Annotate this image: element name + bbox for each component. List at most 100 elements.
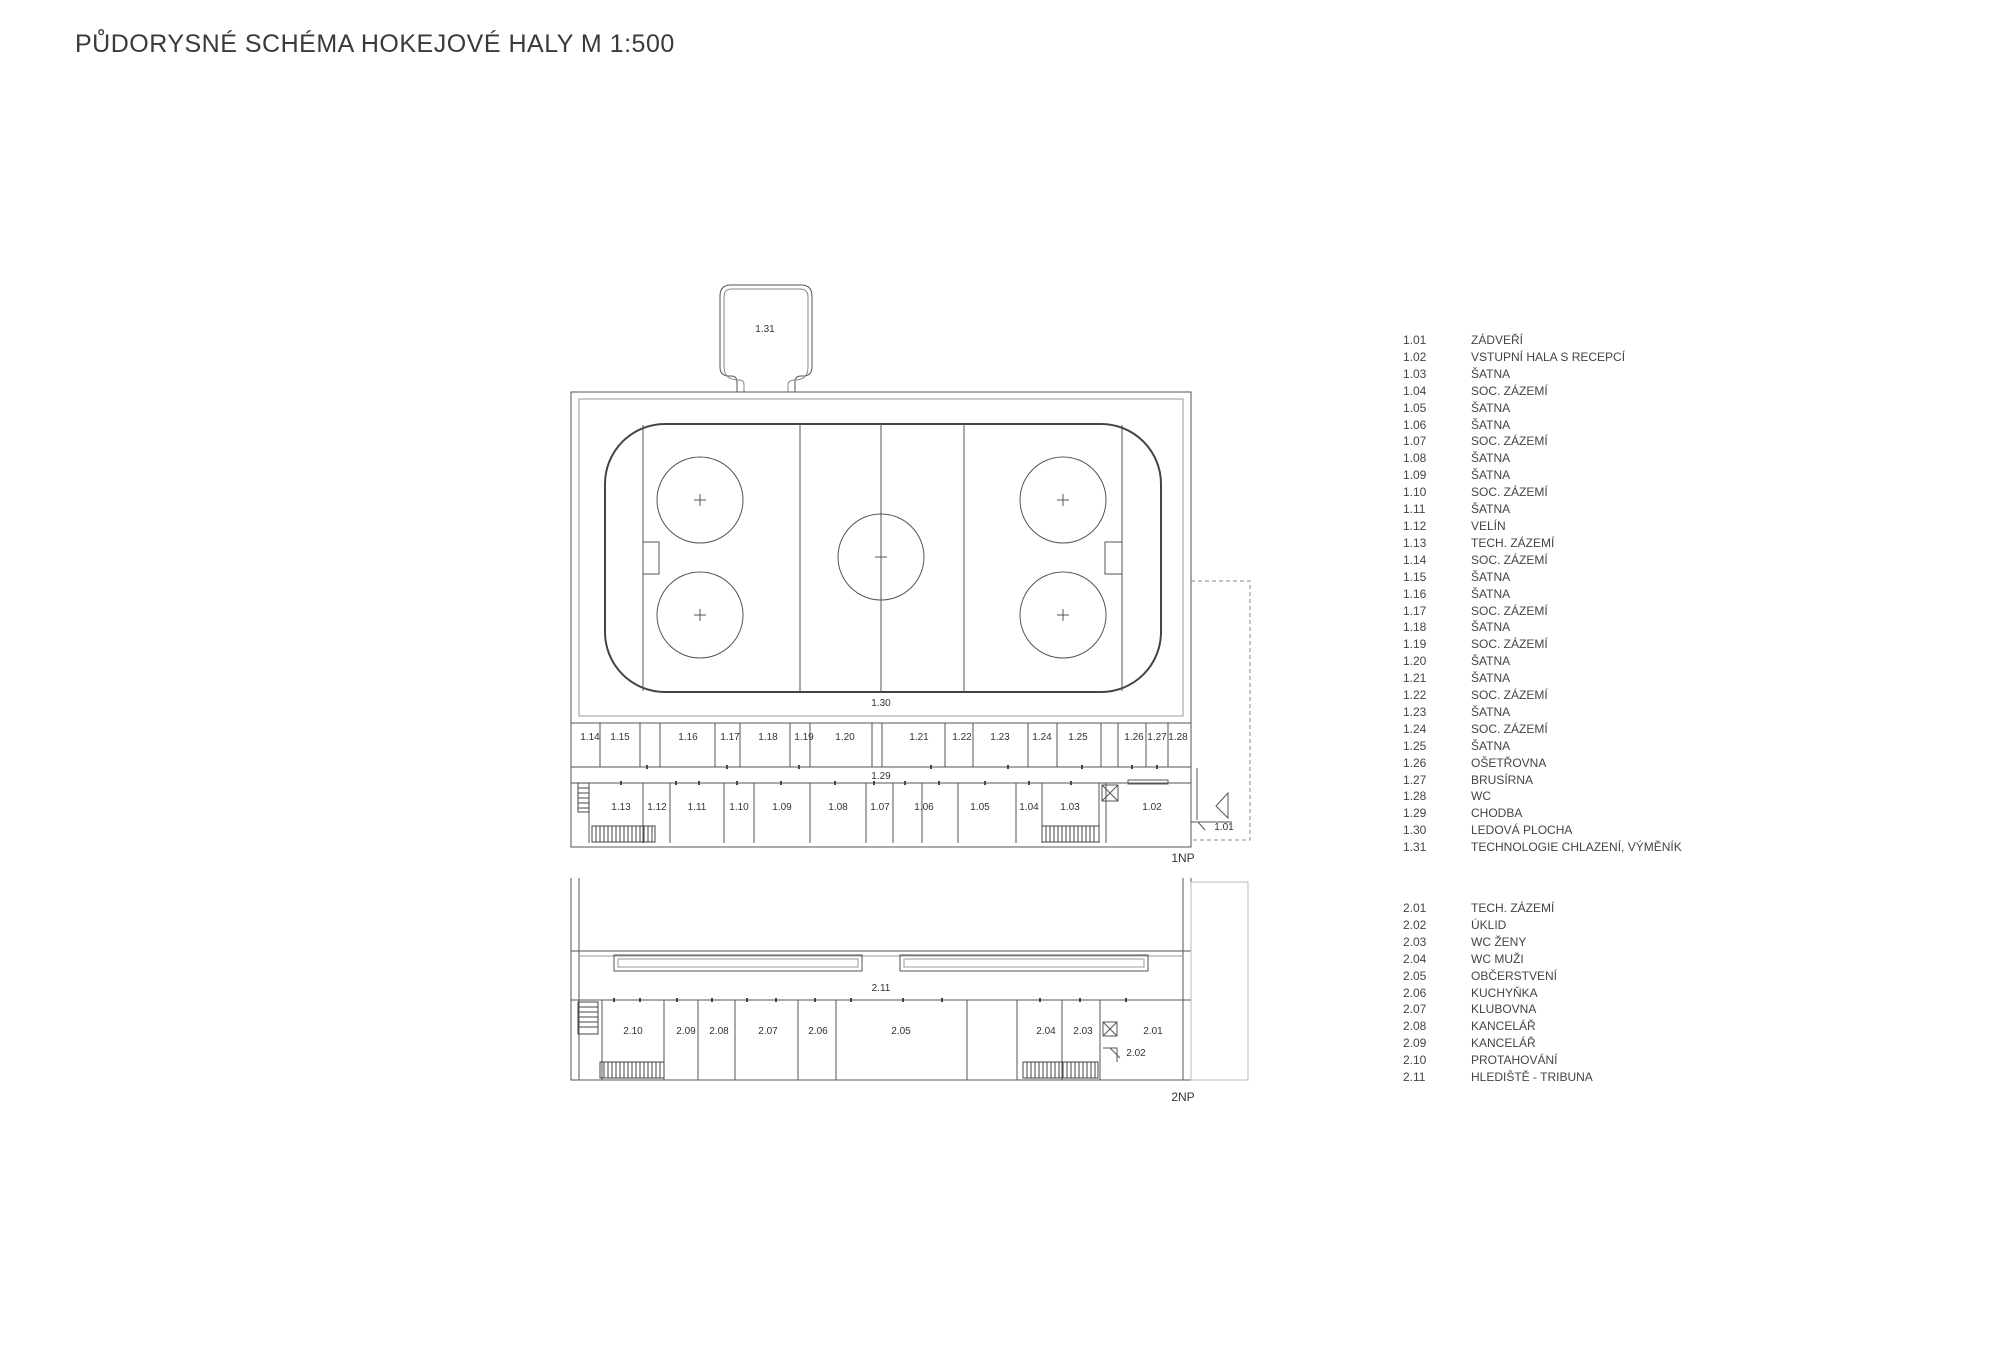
room-1np-label: 1.21 (909, 732, 929, 743)
faceoff-circle-bottom-left (656, 571, 744, 659)
legend-room-name: SOC. ZÁZEMÍ (1471, 721, 1548, 736)
room-1np-label: 1.11 (688, 802, 707, 813)
legend-room-name: TECHNOLOGIE CHLAZENÍ, VÝMĚNÍK (1471, 840, 1682, 855)
legend-code: 1.21 (1403, 671, 1427, 686)
legend-room-name: ZÁDVEŘÍ (1471, 333, 1524, 347)
legend-room-name: ŠATNA (1471, 738, 1511, 753)
room-2np-label: 2.03 (1073, 1026, 1093, 1037)
room-1np-label: 1.19 (794, 732, 814, 743)
legend-row: 1.12 VELÍN (1403, 518, 1682, 535)
hall-inner-1np (578, 398, 1184, 717)
legend-code: 1.23 (1403, 704, 1427, 719)
legend-code: 1.04 (1403, 383, 1427, 398)
legend-code: 1.31 (1403, 840, 1427, 855)
legend-code: 1.27 (1403, 772, 1427, 787)
legend-row: 1.31 TECHNOLOGIE CHLAZENÍ, VÝMĚNÍK (1403, 839, 1682, 856)
legend-code: 1.18 (1403, 620, 1427, 635)
goal-crease-right (1104, 541, 1123, 575)
room-1np-label: 1.07 (870, 802, 890, 813)
faceoff-circle-top-left (656, 456, 744, 544)
legend-room-name: ŠATNA (1471, 451, 1511, 466)
room-1np-label: 1.29 (871, 771, 891, 782)
room-1np-label: 1.25 (1068, 732, 1088, 743)
legend-code: 1.13 (1403, 535, 1427, 550)
legend-room-name: OŠETŘOVNA (1471, 755, 1547, 770)
legend-code: 1.25 (1403, 738, 1427, 753)
room-2np-label: 2.05 (891, 1026, 911, 1037)
ice-rink (604, 423, 1162, 693)
legend-room-name: SOC. ZÁZEMÍ (1471, 688, 1548, 703)
legend-room-name: ŠATNA (1471, 502, 1511, 517)
legend-code: 1.22 (1403, 688, 1427, 703)
legend-room-name: KANCELÁŘ (1471, 1036, 1536, 1051)
floor-1np (570, 284, 1251, 848)
legend-room-name: ŠATNA (1471, 586, 1511, 601)
legend-code: 2.10 (1403, 1053, 1427, 1068)
room-2np-label: 2.04 (1036, 1026, 1056, 1037)
legend-room-name: VSTUPNÍ HALA S RECEPCÍ (1471, 349, 1626, 364)
legend-room-name: SOC. ZÁZEMÍ (1471, 485, 1548, 500)
legend-row: 2.05 OBČERSTVENÍ (1403, 968, 1593, 985)
room-1np-label: 1.14 (580, 732, 600, 743)
legend-room-name: ŠATNA (1471, 366, 1511, 381)
legend-code: 2.05 (1403, 968, 1427, 983)
legend-room-name: SOC. ZÁZEMÍ (1471, 603, 1548, 618)
legend-code: 1.08 (1403, 451, 1427, 466)
legend-room-name: OBČERSTVENÍ (1471, 968, 1558, 983)
room-2np-label: 2.09 (676, 1026, 696, 1037)
legend-code: 1.26 (1403, 755, 1427, 770)
legend-room-name: WC (1471, 789, 1491, 804)
legend-row: 1.08 ŠATNA (1403, 450, 1682, 467)
legend-room-name: ŠATNA (1471, 620, 1511, 635)
legend-code: 1.14 (1403, 552, 1427, 567)
legend-code: 2.11 (1403, 1070, 1426, 1085)
legend-room-name: ÚKLID (1471, 917, 1507, 932)
door-ticks (620, 765, 1158, 785)
floor-2np (570, 878, 1249, 1081)
legend-room-name: SOC. ZÁZEMÍ (1471, 434, 1548, 449)
room-1np-label: 1.27 (1147, 732, 1167, 743)
legend-code: 1.06 (1403, 417, 1427, 432)
outer-wall-right-2np (1190, 881, 1249, 1081)
legend-code: 1.16 (1403, 586, 1427, 601)
room-1np-label: 1.12 (647, 802, 667, 813)
legend-room-name: VELÍN (1471, 518, 1506, 533)
goal-crease-left (642, 541, 660, 575)
legend-row: 1.25 ŠATNA (1403, 738, 1682, 755)
room-1np-label: 1.04 (1019, 802, 1039, 813)
room-1np-label: 1.01 (1214, 822, 1234, 833)
room-1np-label: 1.03 (1060, 802, 1080, 813)
legend-room-name: SOC. ZÁZEMÍ (1471, 637, 1548, 652)
legend-room-name: WC ŽENY (1471, 934, 1527, 949)
legend-room-name: ŠATNA (1471, 468, 1511, 483)
legend-code: 2.09 (1403, 1036, 1427, 1051)
faceoff-dots (694, 494, 1069, 621)
floor-label-np1: 1NP (1171, 851, 1194, 865)
legend-row: 1.22 SOC. ZÁZEMÍ (1403, 687, 1682, 704)
room-2np-label: 2.10 (623, 1026, 643, 1037)
room-1np-label: 1.17 (720, 732, 740, 743)
room-2np-label: 2.07 (758, 1026, 778, 1037)
room-1np-label: 1.28 (1168, 732, 1188, 743)
room-1np-label: 1.30 (871, 698, 891, 709)
room-1np-label: 1.09 (772, 802, 792, 813)
room-2np-label: 2.11 (872, 983, 891, 994)
legend-room-name: LEDOVÁ PLOCHA (1471, 823, 1573, 838)
legend-code: 1.12 (1403, 518, 1427, 533)
legend-code: 2.03 (1403, 934, 1427, 949)
